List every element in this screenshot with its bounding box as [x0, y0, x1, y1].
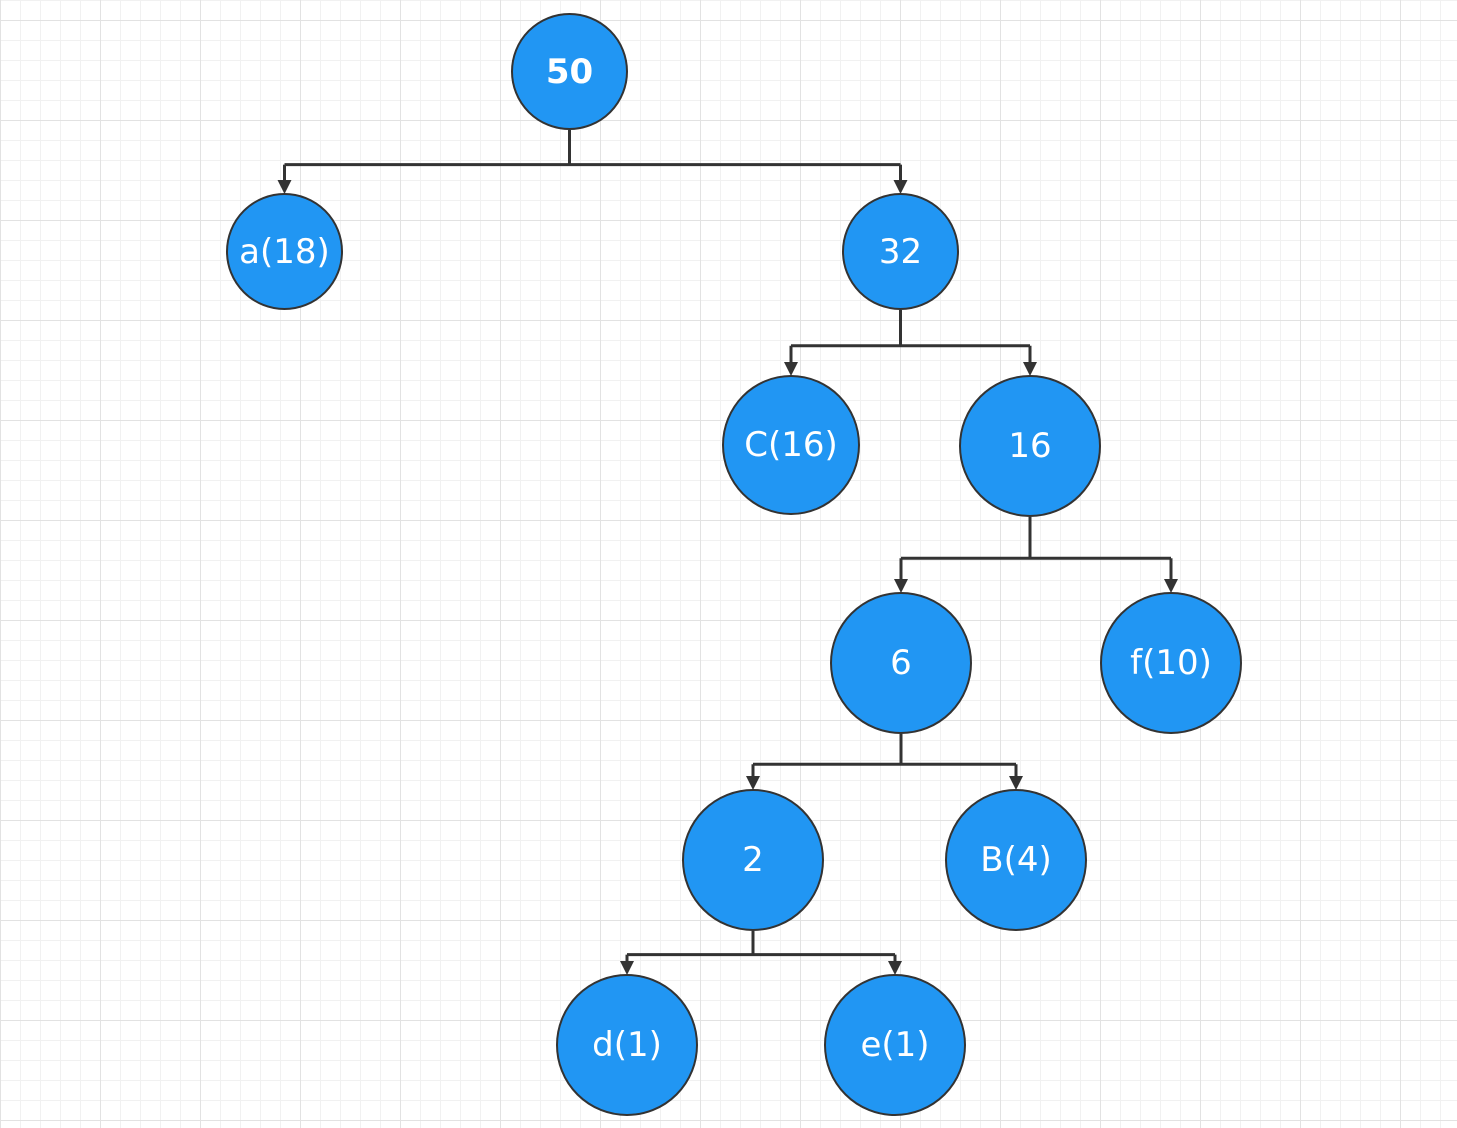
node-f[interactable]: f(10) — [1100, 592, 1242, 734]
node-a[interactable]: a(18) — [226, 193, 343, 310]
node-16[interactable]: 16 — [959, 375, 1101, 517]
node-e[interactable]: e(1) — [824, 974, 966, 1116]
connector-n32 — [784, 310, 1037, 376]
arrowhead-f — [1164, 579, 1178, 593]
node-b[interactable]: B(4) — [945, 789, 1087, 931]
node-6[interactable]: 6 — [830, 592, 972, 734]
arrowhead-c — [784, 362, 798, 376]
arrowhead-b — [1009, 776, 1023, 790]
arrowhead-n6 — [894, 579, 908, 593]
node-d[interactable]: d(1) — [556, 974, 698, 1116]
arrowhead-n32 — [893, 180, 908, 194]
node-2[interactable]: 2 — [682, 789, 824, 931]
arrowhead-a — [277, 180, 292, 194]
arrowhead-e — [888, 961, 902, 975]
arrowhead-n16 — [1023, 362, 1037, 376]
connector-n16 — [894, 517, 1178, 593]
arrowhead-n2 — [746, 776, 760, 790]
arrowhead-d — [620, 961, 634, 975]
connector-n2 — [620, 931, 902, 975]
connector-root — [277, 130, 908, 194]
node-c[interactable]: C(16) — [722, 375, 860, 515]
node-root[interactable]: 50 — [511, 13, 628, 130]
connector-n6 — [746, 734, 1023, 790]
node-32[interactable]: 32 — [842, 193, 959, 310]
